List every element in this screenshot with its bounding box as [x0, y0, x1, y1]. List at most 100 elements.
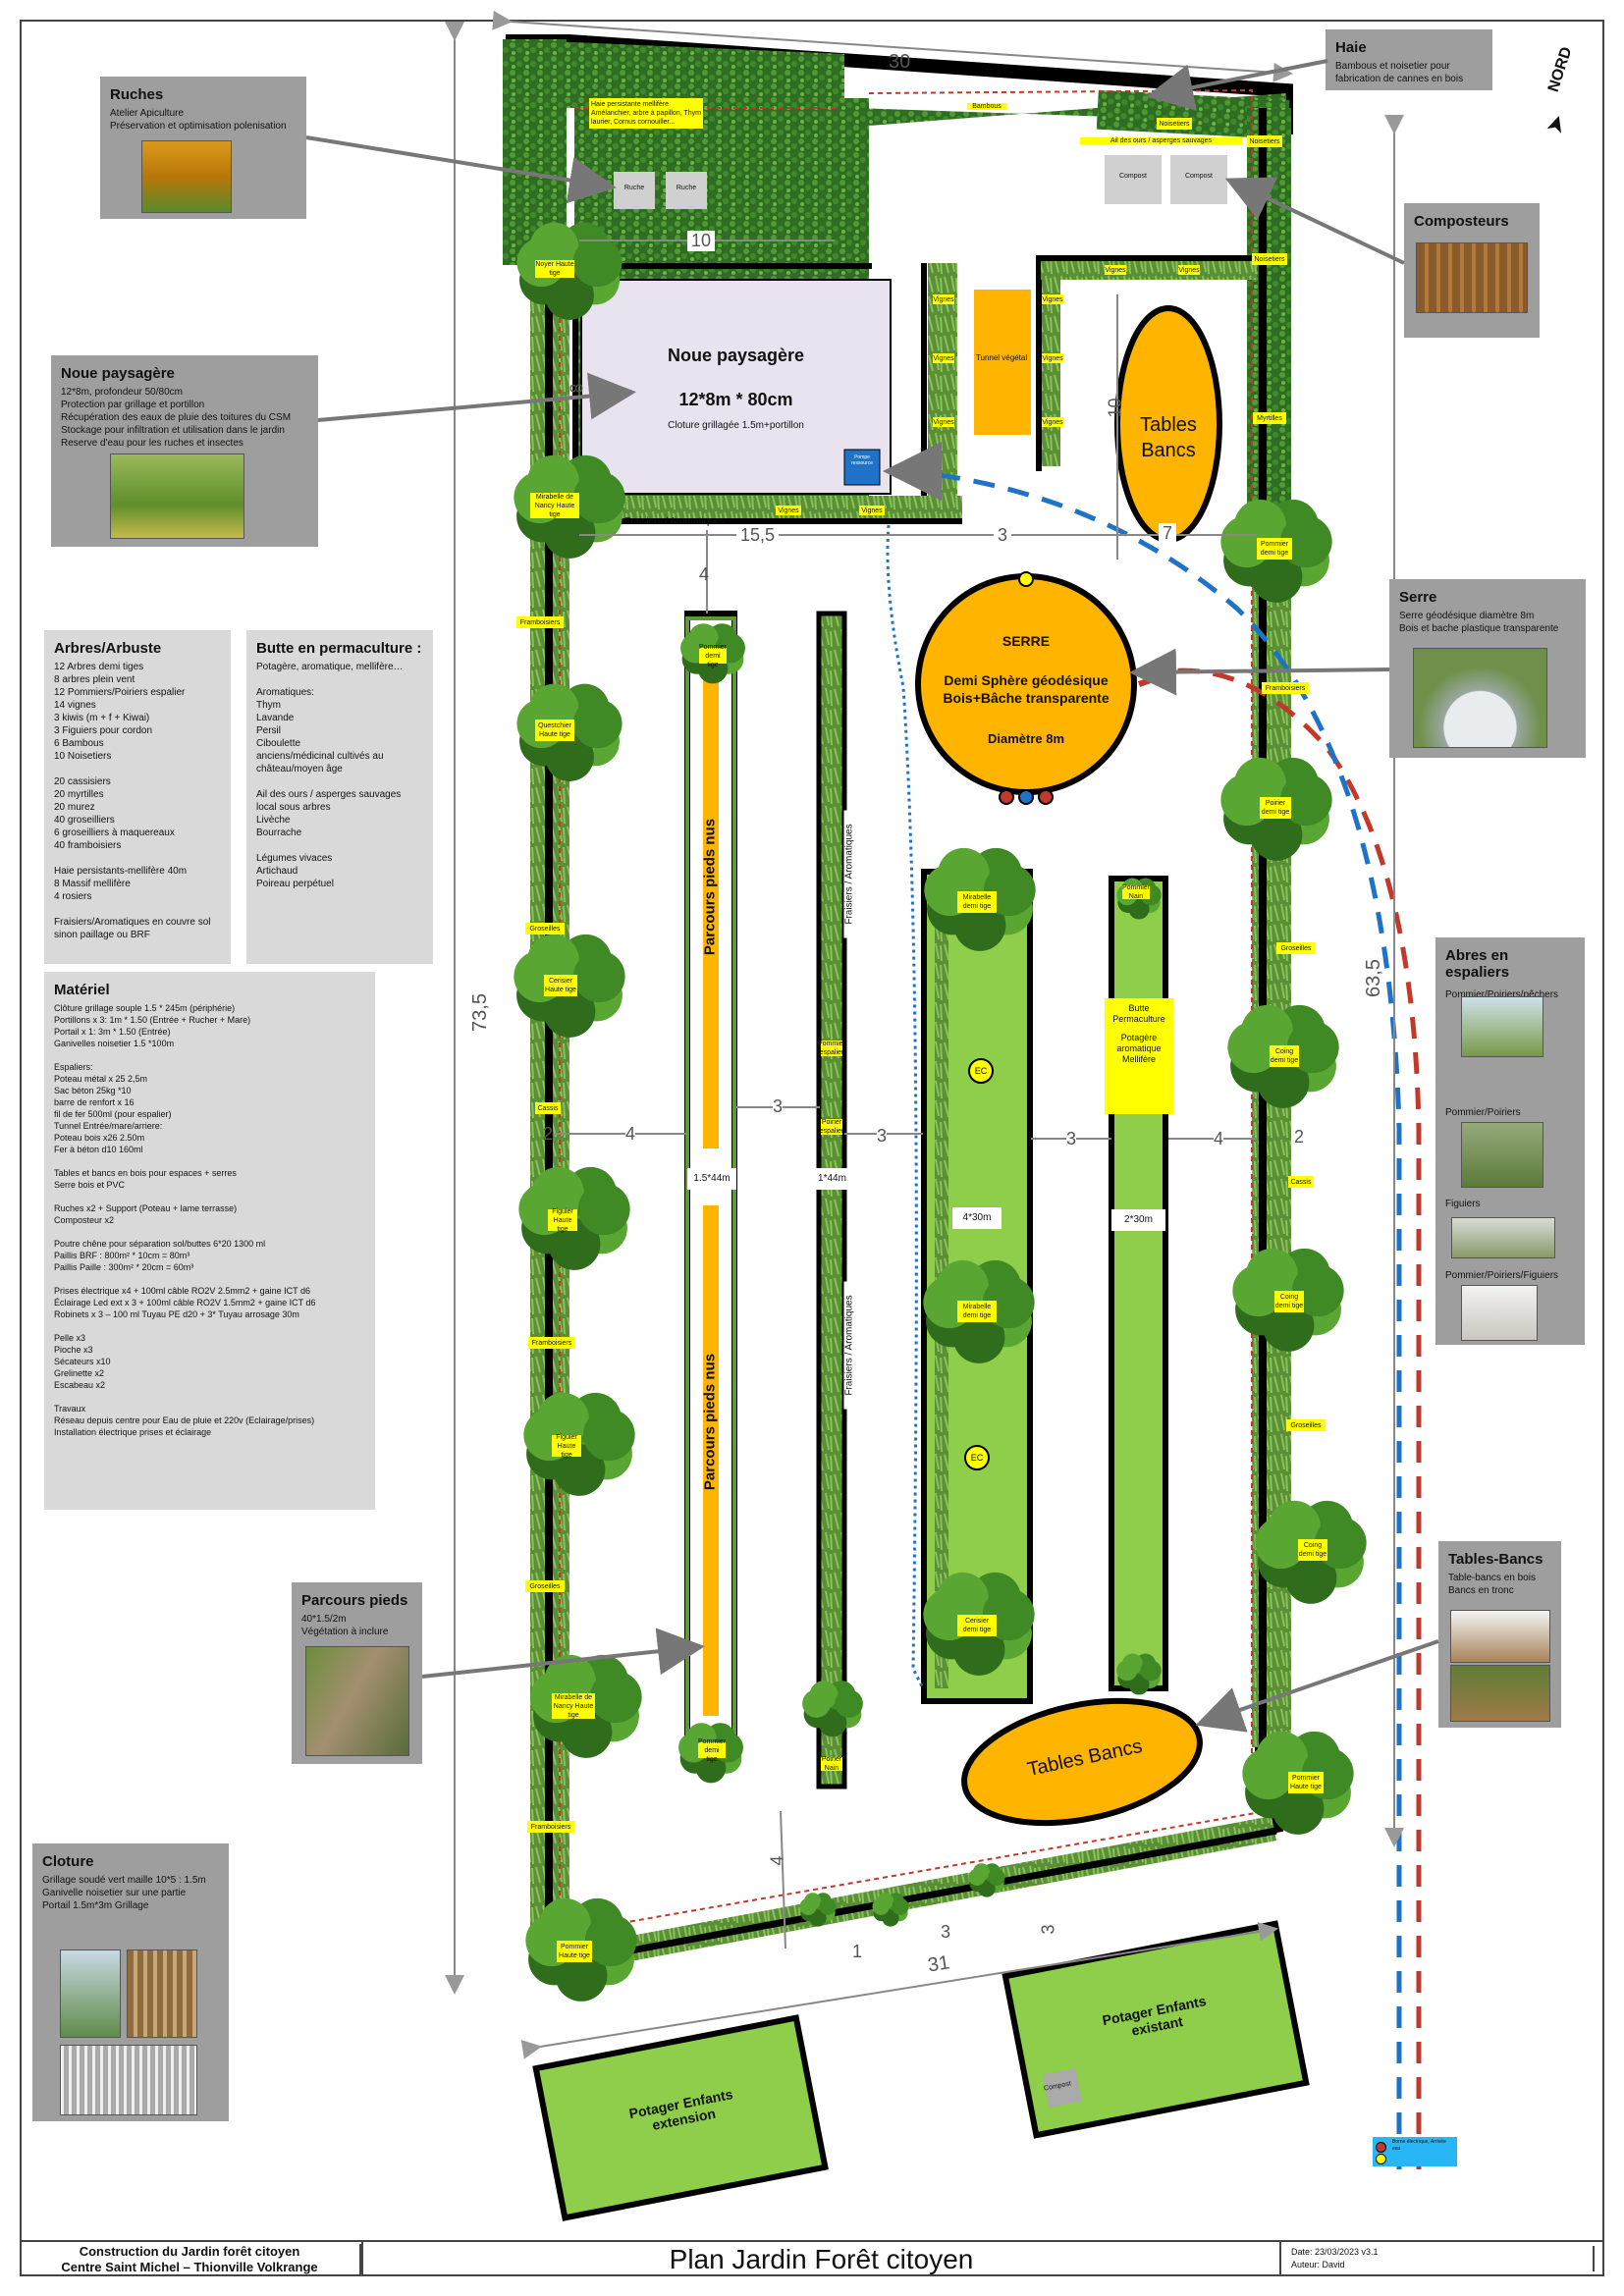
vignes-tag-4: Vignes: [1042, 294, 1063, 304]
ail-label: Ail des ours / asperges sauvages: [1080, 137, 1242, 144]
butte-l4: aromatique: [1116, 1043, 1162, 1053]
tree-12: [1232, 1248, 1344, 1352]
serre-title: SERRE: [1001, 633, 1051, 649]
size-2x30: 2*30m: [1111, 1209, 1165, 1231]
photo-gate: [60, 2045, 197, 2115]
dim-left: 73,5: [468, 993, 491, 1032]
card-butte-title: Butte en permaculture :: [256, 640, 422, 657]
legend-yellow-dot: [1376, 2154, 1386, 2164]
vignes-tag-5: Vignes: [1042, 353, 1063, 363]
photo-beehive: [141, 140, 232, 213]
photo-parcours: [305, 1646, 409, 1756]
dim-3-bottom-a: 3: [941, 1922, 951, 1942]
compost-1-label: Compost: [1118, 173, 1147, 180]
tree-4: [514, 934, 625, 1038]
photo-espalier-2: [1461, 1122, 1543, 1188]
card-composteurs: Composteurs: [1404, 203, 1540, 338]
vignes-tag-7: Vignes: [1105, 265, 1126, 275]
card-espaliers-l3: Figuiers: [1445, 1199, 1481, 1209]
card-espaliers-l4: Pommier/Poiriers/Figuiers: [1445, 1270, 1559, 1281]
tree-11: [1227, 1004, 1339, 1108]
card-materiel-title: Matériel: [54, 982, 110, 998]
butte-l1: Butte: [1128, 1003, 1150, 1013]
tree-label-t5: Figuier Haute tige: [548, 1208, 577, 1233]
card-ruches-text: Atelier Apiculture Préservation et optim…: [110, 108, 287, 132]
framboisiers-tag-4: Framboisiers: [1262, 682, 1309, 694]
card-noue-text: 12*8m, profondeur 50/80cm Protection par…: [61, 387, 292, 449]
tables-1-line1: Tables: [1140, 414, 1197, 436]
photo-pond: [110, 454, 244, 539]
tree-9: [1220, 499, 1332, 603]
tree-label-t14: Pommier Haute tige: [1288, 1772, 1324, 1793]
card-butte: Butte en permaculture : Potagère, aromat…: [246, 630, 433, 964]
tree-label-t2: Mirabelle de Nancy Haute tige: [530, 493, 579, 518]
noue-enclosure: [572, 263, 892, 504]
dim-3-b: 3: [877, 1126, 888, 1147]
ec-marker-2: EC: [964, 1445, 990, 1470]
dim-4-top: 4: [699, 564, 710, 584]
groseilles-tag-1: Groseilles: [525, 923, 565, 934]
tunnel-label: Tunnel végétal: [975, 353, 1028, 362]
framboisiers-tag-3: Framboisiers: [527, 1821, 574, 1833]
noisetiers-tag-3: Noisetiers: [1157, 118, 1192, 130]
photo-composter: [1416, 242, 1528, 313]
dim-4-right: 4: [1214, 1129, 1224, 1149]
ruche-1: [614, 172, 655, 209]
card-materiel-text: Clôture grillage souple 1.5 * 245m (péri…: [54, 1003, 316, 1437]
photo-bench: [1450, 1665, 1550, 1722]
vignes-tag-2: Vignes: [933, 353, 954, 363]
ec-marker-1: EC: [968, 1058, 994, 1084]
serre-diam: Diamètre 8m: [987, 731, 1065, 746]
tree-label-t20: Pommier espalier: [818, 1041, 846, 1056]
dim-7: 7: [1159, 523, 1177, 544]
tree-label-t9: Pommier demi tige: [1257, 538, 1292, 560]
dim-15-5: 15,5: [736, 525, 780, 546]
photo-serre: [1413, 648, 1547, 748]
legend-red-dot: [1376, 2142, 1386, 2153]
title-left-1: Construction du Jardin forêt citoyen: [20, 2244, 361, 2260]
size-1x44: 1*44m: [805, 1168, 859, 1190]
tree-label-t16: Pommier demi tige: [698, 1738, 726, 1763]
dim-bottom: 31: [926, 1951, 951, 1977]
title-author: Auteur: David: [1291, 2259, 1595, 2271]
tree-label-t6: Figuier Haute tige: [552, 1434, 581, 1459]
dim-2-left: 2: [543, 1124, 554, 1144]
fraisiers-h: Fraisiers / Aromatiques: [624, 516, 726, 527]
card-arbres-text: 12 Arbres demi tiges 8 arbres plein vent…: [54, 662, 211, 940]
card-ruches: Ruches Atelier Apiculture Préservation e…: [100, 77, 306, 219]
cassis-tag-2: Cassis: [1288, 1176, 1314, 1188]
dim-4-left: 4: [625, 1124, 636, 1145]
tree-label-t10: Poirier demi tige: [1260, 797, 1291, 819]
cassis-tag-1: Cassis: [535, 1102, 561, 1114]
card-serre: Serre Serre géodésique diamètre 8m Bois …: [1389, 579, 1586, 758]
framboisiers-tag-2: Framboisiers: [528, 1337, 575, 1349]
dim-3-top: 3: [994, 525, 1012, 546]
title-block: Construction du Jardin forêt citoyen Cen…: [20, 2240, 1604, 2276]
butte-label: Butte Permaculture Potagère aromatique M…: [1105, 1003, 1173, 1065]
tree-label-t11: Coing demi tige: [1270, 1045, 1299, 1067]
card-serre-title: Serre: [1399, 589, 1437, 606]
tree-label-t8: Pommier Haute tige: [557, 1941, 592, 1962]
card-espaliers-title: Abres en espaliers: [1445, 947, 1510, 981]
noue-title: Noue paysagère: [667, 346, 805, 365]
utility-legend: Borne électrique, Arrivée eau: [1373, 2137, 1457, 2166]
tunnel-vegetal: [974, 290, 1031, 435]
tables-bancs-ellipse-2: [961, 1697, 1203, 1827]
tree-label-t17: Mirabelle demi tige: [957, 891, 997, 913]
vignes-tag-3: Vignes: [933, 417, 954, 427]
card-composteurs-title: Composteurs: [1414, 213, 1509, 230]
tree-19: [923, 1259, 1035, 1363]
card-noue: Noue paysagère 12*8m, profondeur 50/80cm…: [51, 355, 318, 547]
tree-22: [1116, 1653, 1162, 1695]
card-materiel: Matériel Clôture grillage souple 1.5 * 2…: [44, 972, 375, 1510]
size-15x44: 1.5*44m: [687, 1168, 736, 1190]
dim-3-a: 3: [773, 1096, 784, 1117]
card-arbres-title: Arbres/Arbuste: [54, 640, 162, 657]
ruche-2-label: Ruche: [676, 185, 697, 191]
garden-plan: [445, 10, 1422, 2221]
card-arbres: Arbres/Arbuste 12 Arbres demi tiges 8 ar…: [44, 630, 231, 964]
card-butte-text: Potagère, aromatique, mellifère… Aromati…: [256, 662, 404, 889]
tree-label-t13: Coing demi tige: [1298, 1539, 1327, 1561]
haie-persistante-label: Haie persistante mellifère Amélanchier, …: [589, 98, 703, 129]
compost-2: [1170, 155, 1227, 204]
